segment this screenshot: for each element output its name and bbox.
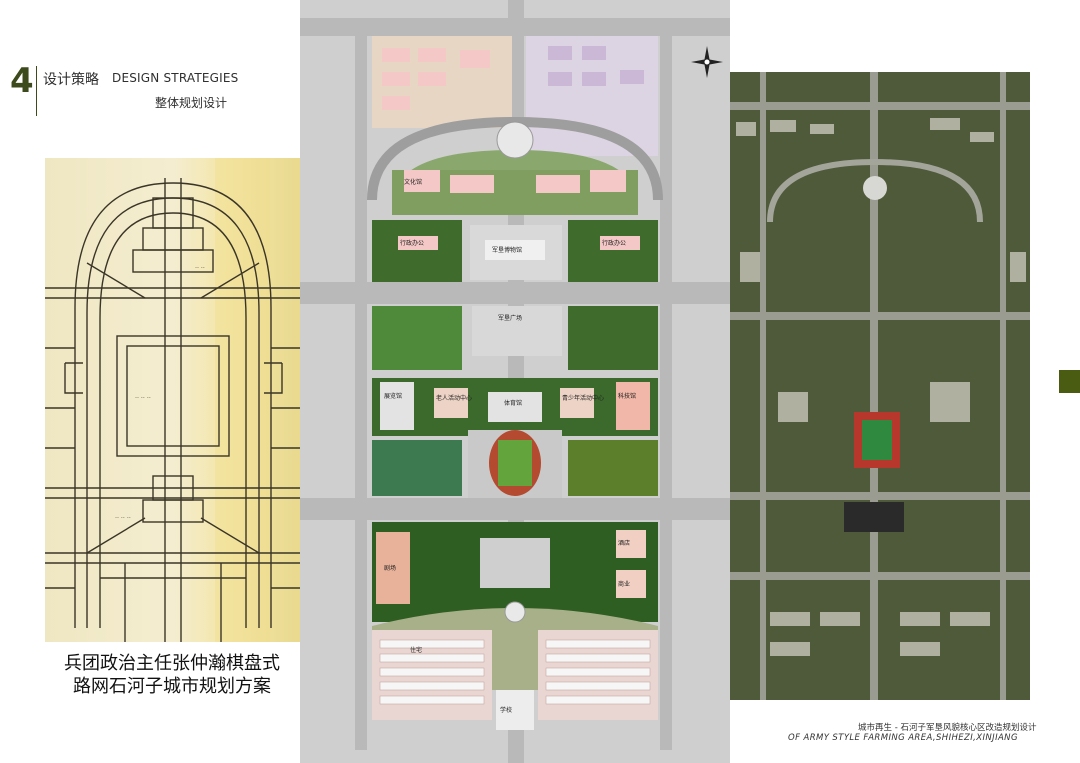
label-theater: 剧场 [384,564,396,572]
label-military-hall: 军垦博物馆 [492,246,522,254]
master-plan-image: 行政办公 行政办公 军垦博物馆 军垦广场 展览馆 老人活动中心 体育馆 青少年活… [300,0,730,763]
caption-line-1: 兵团政治主任张仲瀚棋盘式 [64,653,280,674]
historic-plan-caption: 兵团政治主任张仲瀚棋盘式 路网石河子城市规划方案 [36,652,308,698]
section-title-en: DESIGN STRATEGIES [112,71,239,85]
label-residence: 住宅 [410,646,422,654]
page-marker [1059,370,1080,393]
label-culture: 文化馆 [404,178,422,186]
label-hall-right: 科技馆 [618,392,636,400]
label-hall-left: 展览馆 [384,392,402,400]
svg-text:‥ ‥ ‥: ‥ ‥ ‥ [115,513,131,520]
label-square: 军垦广场 [498,314,522,322]
footer-title-cn: 城市再生 - 石河子军垦风貌核心区改造规划设计 [858,723,1037,733]
section-number: 4 [10,61,34,101]
satellite-image [730,72,1030,700]
label-admin-left: 行政办公 [400,239,424,247]
historic-plan-image: ‥ ‥ ‥ ‥ ‥ ‥ ‥ ‥ [45,158,302,642]
svg-text:‥ ‥ ‥: ‥ ‥ ‥ [135,393,151,400]
label-gym: 体育馆 [504,399,522,407]
label-admin-right: 行政办公 [602,239,626,247]
label-hotel: 酒店 [618,539,630,547]
section-title-cn: 设计策略 [43,72,99,88]
north-arrow-icon [690,45,724,79]
section-subtitle: 整体规划设计 [155,96,228,110]
label-hall-center-right: 青少年活动中心 [562,394,604,402]
caption-line-2: 路网石河子城市规划方案 [73,676,271,697]
label-hall-center-left: 老人活动中心 [436,394,472,402]
label-commerce: 商业 [618,580,630,588]
label-school: 学校 [500,706,512,714]
footer-title-en: OF ARMY STYLE FARMING AREA,SHIHEZI,XINJI… [788,733,1018,743]
header-divider [36,66,37,116]
svg-text:‥ ‥: ‥ ‥ [195,263,205,270]
